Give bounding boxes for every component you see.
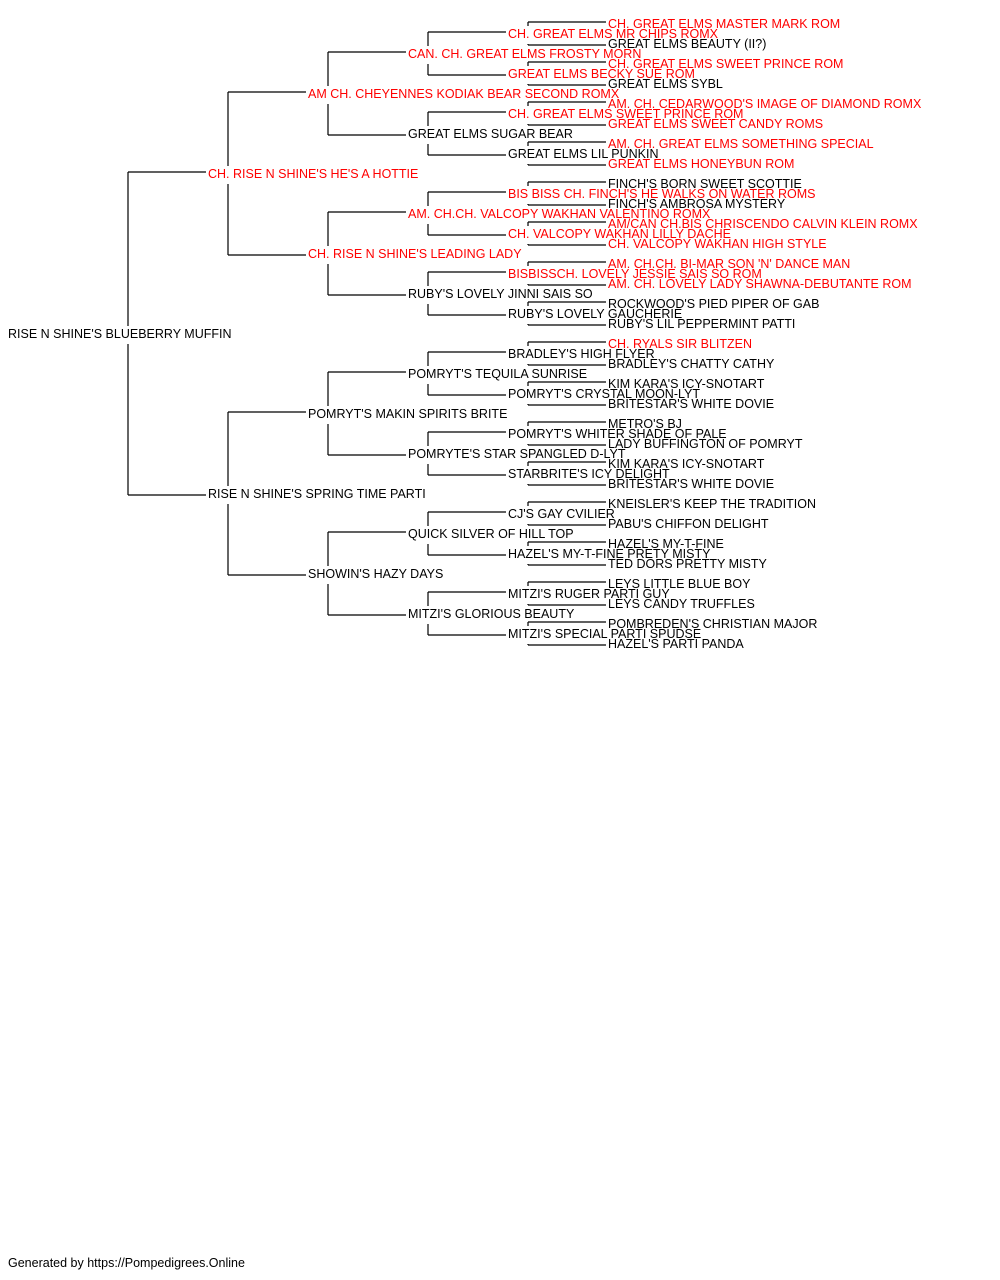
footer-credit: Generated by https://Pompedigrees.Online	[8, 1256, 245, 1270]
dog-name-gen5: HAZEL'S PARTI PANDA	[608, 637, 744, 651]
dog-name-gen5: FINCH'S BORN SWEET SCOTTIE	[608, 177, 802, 191]
dog-name-gen5: AM. CH. LOVELY LADY SHAWNA-DEBUTANTE ROM	[608, 277, 912, 291]
dog-name-gen4: CH. GREAT ELMS MR CHIPS ROMX	[508, 27, 719, 41]
dog-name-gen4: CJ'S GAY CVILIER	[508, 507, 615, 521]
dog-name-gen5: POMBREDEN'S CHRISTIAN MAJOR	[608, 617, 817, 631]
dog-name-gen5: BRITESTAR'S WHITE DOVIE	[608, 477, 774, 491]
dog-name-gen5: BRADLEY'S CHATTY CATHY	[608, 357, 775, 371]
dog-name-gen4: HAZEL'S MY-T-FINE PRETY MISTY	[508, 547, 711, 561]
dog-name-gen4: CH. VALCOPY WAKHAN LILLY DACHE	[508, 227, 731, 241]
dog-name-gen5: AM/CAN CH.BIS CHRISCENDO CALVIN KLEIN RO…	[608, 217, 918, 231]
dog-name-gen3: AM. CH.CH. VALCOPY WAKHAN VALENTINO ROMX	[408, 207, 711, 221]
dog-name-gen4: BRADLEY'S HIGH FLYER	[508, 347, 655, 361]
dog-name-gen5: AM. CH.CH. BI-MAR SON 'N' DANCE MAN	[608, 257, 850, 271]
dog-name-gen5: GREAT ELMS SWEET CANDY ROMS	[608, 117, 823, 131]
dog-name-gen5: KIM KARA'S ICY-SNOTART	[608, 377, 765, 391]
dog-name-gen4: BISBISSCH. LOVELY JESSIE SAIS SO ROM	[508, 267, 762, 281]
dog-name-gen5: CH. RYALS SIR BLITZEN	[608, 337, 752, 351]
dog-name-gen5: GREAT ELMS SYBL	[608, 77, 723, 91]
connector-lines	[127, 21, 606, 646]
dog-name-gen5: CH. VALCOPY WAKHAN HIGH STYLE	[608, 237, 827, 251]
dog-name-gen0: RISE N SHINE'S BLUEBERRY MUFFIN	[8, 327, 232, 341]
dog-name-gen5: CH. GREAT ELMS MASTER MARK ROM	[608, 17, 840, 31]
dog-name-gen5: GREAT ELMS HONEYBUN ROM	[608, 157, 794, 171]
dog-name-gen2: AM CH. CHEYENNES KODIAK BEAR SECOND ROMX	[308, 87, 620, 101]
dog-name-gen3: POMRYT'S TEQUILA SUNRISE	[408, 367, 587, 381]
dog-name-gen5: PABU'S CHIFFON DELIGHT	[608, 517, 769, 531]
dog-name-gen1: CH. RISE N SHINE'S HE'S A HOTTIE	[208, 167, 418, 181]
dog-name-gen4: RUBY'S LOVELY GAUCHERIE	[508, 307, 682, 321]
dog-name-gen5: LEYS CANDY TRUFFLES	[608, 597, 755, 611]
dog-name-gen5: AM. CH. CEDARWOOD'S IMAGE OF DIAMOND ROM…	[608, 97, 922, 111]
dog-name-gen4: MITZI'S RUGER PARTI GUY	[508, 587, 670, 601]
dog-name-gen5: AM. CH. GREAT ELMS SOMETHING SPECIAL	[608, 137, 874, 151]
dog-name-gen5: CH. GREAT ELMS SWEET PRINCE ROM	[608, 57, 843, 71]
dog-name-gen5: GREAT ELMS BEAUTY (II?)	[608, 37, 766, 51]
dog-name-gen4: POMRYT'S WHITER SHADE OF PALE	[508, 427, 727, 441]
dog-name-gen5: LEYS LITTLE BLUE BOY	[608, 577, 751, 591]
dog-name-gen2: SHOWIN'S HAZY DAYS	[308, 567, 443, 581]
dog-name-gen4: POMRYT'S CRYSTAL MOON-LYT	[508, 387, 700, 401]
dog-name-gen5: TED DORS PRETTY MISTY	[608, 557, 767, 571]
dog-name-gen3: MITZI'S GLORIOUS BEAUTY	[408, 607, 575, 621]
dog-name-gen5: FINCH'S AMBROSA MYSTERY	[608, 197, 786, 211]
dog-name-gen4: BIS BISS CH. FINCH'S HE WALKS ON WATER R…	[508, 187, 816, 201]
dog-name-gen5: KIM KARA'S ICY-SNOTART	[608, 457, 765, 471]
dog-name-gen4: MITZI'S SPECIAL PARTI SPUDSE	[508, 627, 701, 641]
dog-name-gen4: GREAT ELMS LIL PUNKIN	[508, 147, 659, 161]
dog-name-gen4: STARBRITE'S ICY DELIGHT	[508, 467, 670, 481]
dog-name-gen5: RUBY'S LIL PEPPERMINT PATTI	[608, 317, 795, 331]
dog-name-gen4: GREAT ELMS BECKY SUE ROM	[508, 67, 695, 81]
dog-name-gen5: KNEISLER'S KEEP THE TRADITION	[608, 497, 816, 511]
dog-name-gen3: POMRYTE'S STAR SPANGLED D-LYT	[408, 447, 626, 461]
dog-name-gen5: BRITESTAR'S WHITE DOVIE	[608, 397, 774, 411]
dog-name-gen3: RUBY'S LOVELY JINNI SAIS SO	[408, 287, 593, 301]
dog-name-gen5: LADY BUFFINGTON OF POMRYT	[608, 437, 803, 451]
dog-name-gen2: CH. RISE N SHINE'S LEADING LADY	[308, 247, 522, 261]
dog-name-gen5: ROCKWOOD'S PIED PIPER OF GAB	[608, 297, 819, 311]
dog-name-gen4: CH. GREAT ELMS SWEET PRINCE ROM	[508, 107, 743, 121]
dog-name-gen3: QUICK SILVER OF HILL TOP	[408, 527, 574, 541]
dog-name-gen5: HAZEL'S MY-T-FINE	[608, 537, 724, 551]
dog-name-gen3: GREAT ELMS SUGAR BEAR	[408, 127, 573, 141]
dog-name-gen2: POMRYT'S MAKIN SPIRITS BRITE	[308, 407, 507, 421]
dog-labels: RISE N SHINE'S BLUEBERRY MUFFIN CH. RISE …	[8, 17, 922, 651]
dog-name-gen5: METRO'S BJ	[608, 417, 682, 431]
dog-name-gen3: CAN. CH. GREAT ELMS FROSTY MORN	[408, 47, 641, 61]
dog-name-gen1: RISE N SHINE'S SPRING TIME PARTI	[208, 487, 426, 501]
